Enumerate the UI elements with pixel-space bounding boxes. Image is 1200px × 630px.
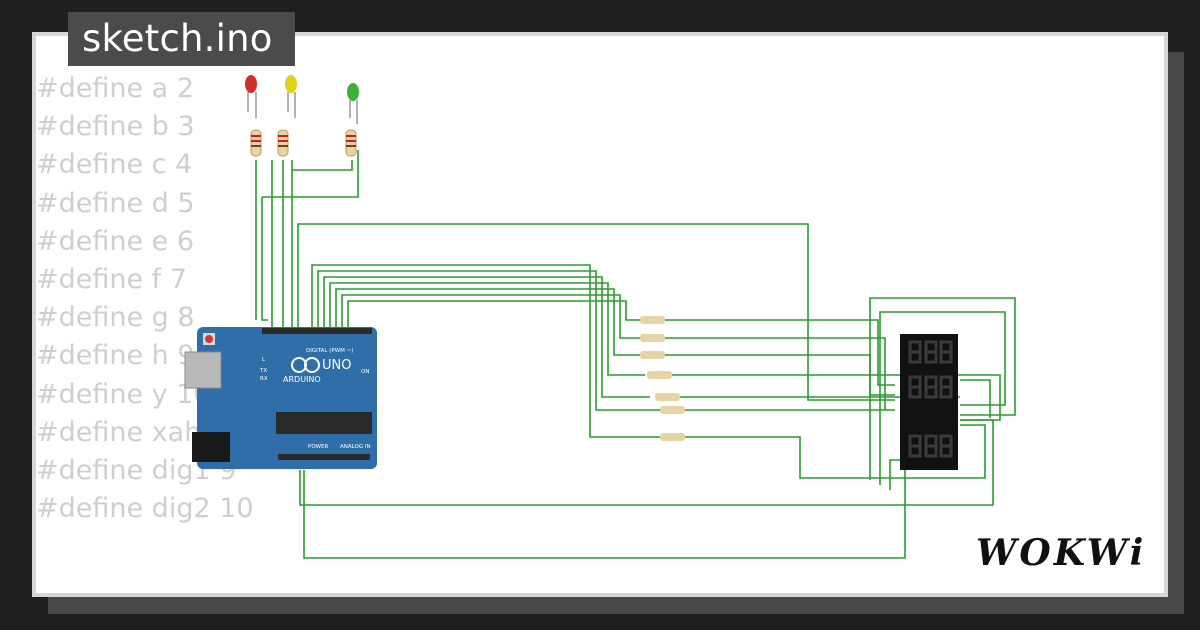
code-line: #define a 2 xyxy=(36,73,194,104)
leds xyxy=(245,75,359,124)
board-brand: ARDUINO xyxy=(283,375,321,384)
code-line: #define b 3 xyxy=(36,111,195,143)
preview-card xyxy=(32,32,1168,597)
board-model: UNO xyxy=(322,358,351,373)
led-resistors xyxy=(250,129,357,157)
code-line: #define dig2 10 xyxy=(36,493,254,525)
red-led xyxy=(245,75,257,118)
wires xyxy=(255,150,1016,559)
arduino-uno-board: ARDUINO UNO DIGITAL (PWM ~) POWER ANALOG… xyxy=(184,327,377,469)
code-line: #define e 6 xyxy=(36,225,195,257)
segment-resistors xyxy=(640,316,685,441)
seven-segment-display xyxy=(900,334,958,470)
code-line: #define h 9 xyxy=(36,340,195,372)
filename-tab[interactable]: sketch.ino xyxy=(68,12,295,66)
code-line: #define d 5 xyxy=(36,187,195,219)
wokwi-logo: WOKWi xyxy=(976,532,1147,574)
code-preview: #define a 2 #define b 3 #define c 4 #define… xyxy=(36,70,261,528)
rx-label: RX xyxy=(260,376,268,382)
l-label: L xyxy=(262,357,266,363)
tx-label: TX xyxy=(259,368,267,374)
green-led xyxy=(347,83,359,124)
power-label: POWER xyxy=(308,444,329,450)
analog-label: ANALOG IN xyxy=(340,444,371,450)
digital-label: DIGITAL (PWM ~) xyxy=(306,348,353,354)
on-label: ON xyxy=(361,369,369,375)
code-line: #define g 8 xyxy=(36,302,195,334)
code-line: #define f 7 xyxy=(36,264,187,296)
code-line: #define c 4 xyxy=(36,149,193,181)
yellow-led xyxy=(285,75,297,118)
